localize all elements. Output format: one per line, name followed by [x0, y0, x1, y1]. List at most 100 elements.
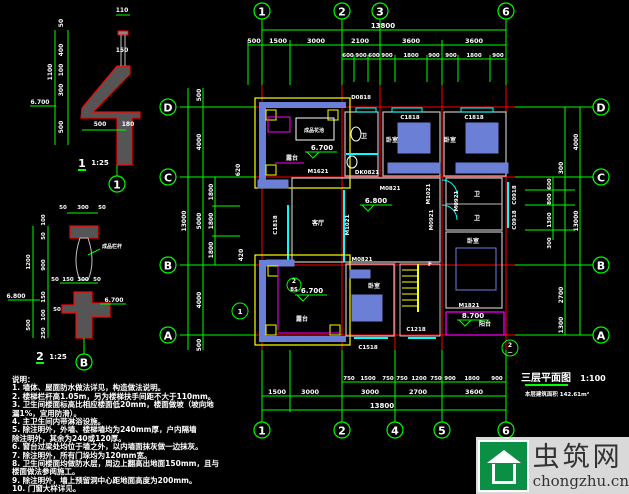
window	[460, 107, 494, 113]
toilet-icon	[350, 126, 362, 142]
dim-text: 2700	[558, 287, 565, 304]
axis-top-3-label: 3	[376, 6, 384, 19]
detail1-dim: 300	[58, 84, 65, 97]
dim-text: 3000	[307, 37, 326, 45]
axis-right-label: C	[597, 172, 605, 185]
axis-top-3-bubble	[371, 2, 389, 20]
dim-text: 800	[547, 193, 553, 205]
detail1-coping	[117, 30, 129, 36]
planter	[267, 116, 291, 133]
dim-text: 1300	[547, 212, 553, 227]
detail2-dim: 50	[93, 277, 101, 283]
bed-icon	[455, 247, 497, 291]
watermark: 虫筑网 chongzhu.cn	[476, 437, 629, 494]
dim-text: 1300	[558, 317, 565, 334]
axis-left-bubble	[159, 168, 177, 186]
detail2-baluster	[75, 237, 93, 281]
stair	[399, 263, 441, 337]
dim-text: 13000	[573, 211, 580, 232]
axis-top-2-label: 2	[338, 6, 346, 19]
dim-text: 500	[196, 89, 203, 102]
door-swing	[441, 179, 458, 196]
leader-line	[87, 248, 101, 256]
dim-text: 300	[547, 237, 553, 249]
opening-tag: M1021	[345, 214, 351, 235]
dim-text: 1200	[411, 376, 426, 382]
detail1-dim: 500	[94, 121, 107, 128]
detail1-dim: 500	[58, 121, 65, 134]
axis-bottom-bubble	[433, 421, 451, 439]
axis-bottom-label: 4	[391, 425, 399, 438]
wardrobe-icon	[349, 269, 371, 279]
note-line: 9. 除注明外，墙上预留洞中心距地面高度为200mm。	[12, 475, 197, 485]
opening-tag: C1818	[464, 115, 484, 121]
opening-tag: C0918	[512, 210, 518, 230]
dim-text: 4000	[196, 134, 203, 151]
dim-text: 420	[238, 249, 245, 262]
room-name: 客厅	[311, 219, 324, 227]
detail1-dim: 110	[116, 7, 129, 14]
axis-top-1-label: 1	[258, 6, 266, 19]
stair-direction: F	[428, 261, 432, 268]
window	[355, 107, 377, 113]
detail2-dim: 500	[26, 319, 32, 331]
detail1-dim: 180	[122, 121, 135, 128]
note-line: 漏1%，宜用防滑）。	[12, 408, 81, 418]
detail1-axis-bubble	[108, 175, 126, 193]
dim-text: 500	[196, 339, 203, 352]
axis-left-label: C	[164, 172, 172, 185]
drawing-scale: 1:100	[580, 374, 606, 383]
notes-heading: 说明：	[12, 375, 35, 384]
axis-right-label: B	[597, 260, 605, 273]
detail2-dim: 150	[41, 291, 47, 303]
axis-left-bubble	[159, 256, 177, 274]
watermark-logo-icon	[478, 439, 529, 492]
axis-bottom-label: 2	[338, 425, 346, 438]
dim-text: 900	[491, 376, 503, 382]
dim-text: 750	[382, 376, 394, 382]
dim-text: 600	[342, 53, 354, 59]
opening-tag: M0821	[352, 257, 373, 263]
dim-text: 1800	[208, 184, 215, 201]
wardrobe-icon	[387, 162, 441, 174]
detail2-dim: 100	[41, 309, 47, 321]
dim-text: 300	[558, 162, 565, 175]
opening-tag: M0921	[454, 190, 460, 211]
balcony-right	[445, 311, 505, 336]
dim-text: 500	[247, 37, 261, 45]
dim-text: 750	[430, 376, 442, 382]
dim-text: 3600	[402, 37, 421, 45]
dim-text: 13800	[371, 22, 395, 30]
column	[267, 265, 279, 277]
dim-text: 600	[368, 53, 380, 59]
dim-text: 4000	[573, 134, 580, 151]
terrace-hatch	[265, 259, 295, 267]
elevation-text: 6.700	[301, 287, 323, 295]
opening-tag: D0818	[351, 95, 371, 101]
room-name: 露台	[286, 154, 298, 162]
room-name: 露台	[296, 315, 308, 323]
note-line: 7. 除注明外，所有门垛均为120mm宽。	[12, 450, 152, 460]
detail1-number: 1	[78, 157, 86, 170]
dim-text: 3600	[465, 37, 484, 45]
dim-text: 900	[355, 53, 367, 59]
dim-text: 1500	[360, 376, 375, 382]
detail-callout-number: 1	[238, 308, 243, 316]
detail2-callout: 成品栏杆	[102, 243, 122, 250]
detail2-dim: 300	[77, 277, 89, 283]
axis-left-bubble	[159, 326, 177, 344]
axis-left-label: D	[163, 102, 172, 115]
dim-text: 620	[235, 164, 242, 177]
detail2-elevation: 6.700	[105, 297, 124, 304]
bed-icon	[351, 294, 383, 322]
axis-top-6-bubble	[497, 2, 515, 20]
watermark-url: chongzhu.cn	[532, 471, 629, 490]
elevation-marker-icon	[305, 151, 321, 159]
planter-label: 成品花池	[304, 127, 324, 134]
opening-tag: M1021	[426, 183, 432, 204]
dim-text: 4000	[196, 292, 203, 309]
room-name: 卧室	[368, 282, 380, 290]
balcony-hatch	[259, 102, 346, 184]
column	[265, 109, 277, 121]
